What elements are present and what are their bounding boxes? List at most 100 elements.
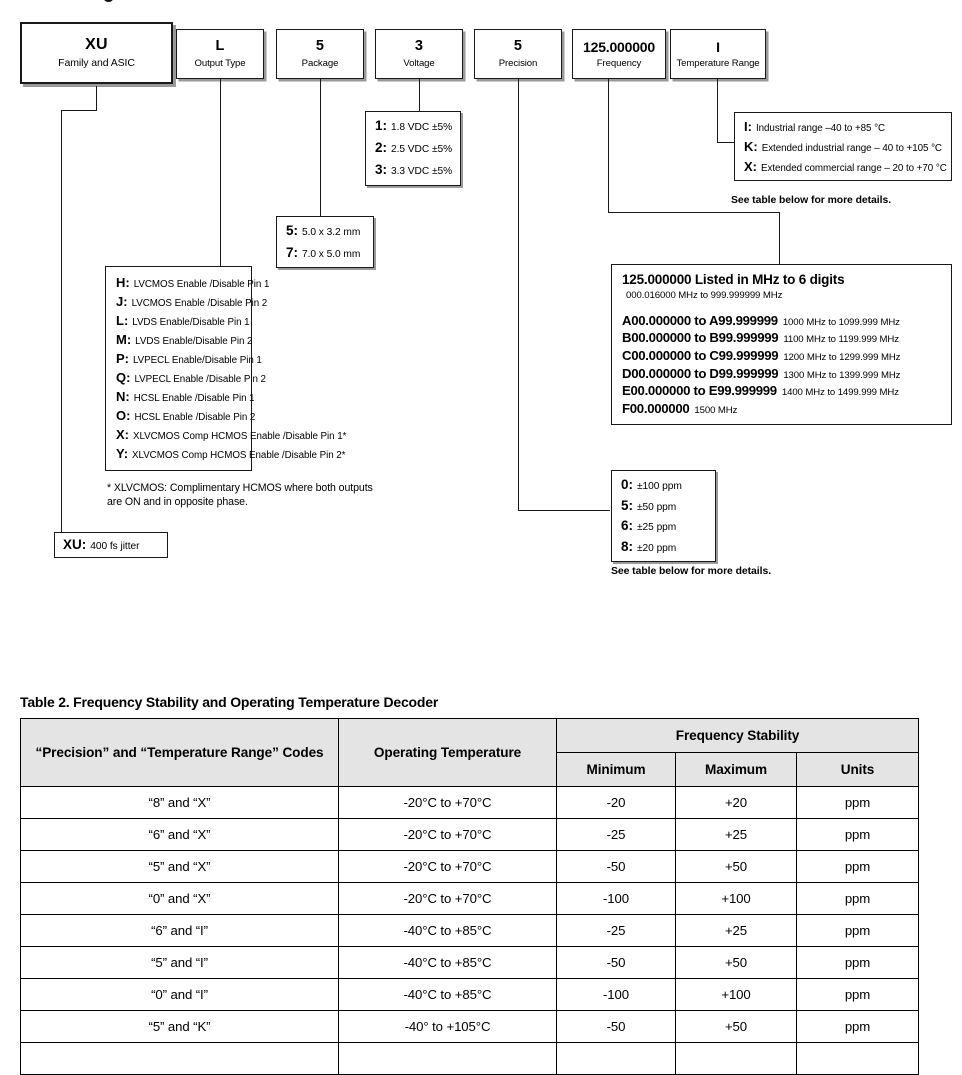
voltage-row: 1: 1.8 VDC ±5% <box>375 119 452 133</box>
frequency-title: 125.000000 Listed in MHz to 6 digits <box>622 272 845 287</box>
output-type-row: O: HCSL Enable /Disable Pin 2 <box>116 407 255 423</box>
part-code-caption: Family and ASIC <box>58 57 135 70</box>
header-operating-temperature: Operating Temperature <box>338 718 557 787</box>
part-code-caption: Temperature Range <box>676 57 760 69</box>
output-type-code: H: <box>116 275 130 290</box>
cell-units: ppm <box>796 882 919 915</box>
cell-codes: “5” and “X” <box>20 850 339 883</box>
output-type-value: LVPECL Enable /Disable Pin 2 <box>134 373 266 385</box>
voltage-value: 3.3 VDC ±5% <box>391 166 453 178</box>
frequency-range-mhz: 1000 MHz to 1099.999 MHz <box>782 316 900 328</box>
output-type-value: XLVCMOS Comp HCMOS Enable /Disable Pin 1… <box>133 430 347 442</box>
output-type-row: P: LVPECL Enable/Disable Pin 1 <box>116 352 262 366</box>
voltage-code: 3: <box>375 162 388 178</box>
part-code-box-voltage[interactable]: 3 Voltage <box>375 29 463 79</box>
frequency-range-mhz: 1200 MHz to 1299.999 MHz <box>783 351 901 363</box>
part-code-box-package[interactable]: 5 Package <box>276 29 364 79</box>
cell-min: -100 <box>556 978 676 1011</box>
frequency-range-code: D00.000000 to D99.999999 <box>622 365 779 381</box>
table-header-row-1: “Precision” and “Temperature Range” Code… <box>20 718 919 787</box>
part-code-box-precision[interactable]: 5 Precision <box>474 29 562 79</box>
connector-frequency-v1 <box>608 79 610 212</box>
cell-max: +100 <box>675 882 797 915</box>
part-code-box-output-type[interactable]: L Output Type <box>176 29 264 79</box>
package-detail-box: 5: 5.0 x 3.2 mm 7: 7.0 x 5.0 mm <box>276 216 374 269</box>
precision-value: ±25 ppm <box>637 522 677 534</box>
frequency-range-row: F00.000000 1500 MHz <box>622 400 941 416</box>
cell-temp: -20°C to +70°C <box>338 882 557 915</box>
cell-max <box>675 1042 797 1075</box>
family-value: 400 fs jitter <box>90 541 140 552</box>
cell-temp <box>338 1042 557 1075</box>
package-code: 5: <box>286 223 299 238</box>
temperature-range-detail-box: I: Industrial range –40 to +85 °C K: Ext… <box>734 112 952 182</box>
cell-temp: -20°C to +70°C <box>338 850 557 883</box>
part-code-caption: Output Type <box>194 58 246 70</box>
table-body: “8” and “X” -20°C to +70°C -20 +20 ppm “… <box>20 786 919 1075</box>
part-code-box-temperature-range[interactable]: I Temperature Range <box>670 29 766 79</box>
frequency-range-code: A00.000000 to A99.999999 <box>622 312 778 328</box>
cell-codes: “6” and “X” <box>20 818 339 851</box>
cell-units: ppm <box>796 946 919 979</box>
part-code-box-family[interactable]: XU Family and ASIC <box>20 22 173 84</box>
output-type-value: LVDS Enable/Disable Pin 2 <box>135 335 253 347</box>
precision-row: 0: ±100 ppm <box>621 478 706 492</box>
connector-family-v2 <box>61 110 63 541</box>
output-type-code: O: <box>116 407 131 423</box>
temp-range-row: I: Industrial range –40 to +85 °C <box>744 120 942 134</box>
cell-max: +50 <box>675 946 797 979</box>
frequency-range-mhz: 1300 MHz to 1399.999 MHz <box>783 369 901 381</box>
family-jitter-box: XU: 400 fs jitter <box>54 532 168 559</box>
part-code-value: 3 <box>414 38 424 55</box>
cell-units: ppm <box>796 850 919 883</box>
part-code-caption: Frequency <box>596 57 642 69</box>
cell-units: ppm <box>796 978 919 1011</box>
temp-range-code: X: <box>744 158 757 174</box>
precision-detail-box: 0: ±100 ppm 5: ±50 ppm 6: ±25 ppm 8: ±20… <box>611 470 716 563</box>
table-header-row-2: Minimum Maximum Units <box>21 752 919 787</box>
table-title: Table 2. Frequency Stability and Operati… <box>20 694 439 710</box>
cell-codes: “0” and “X” <box>20 882 339 915</box>
page-canvas: XU Family and ASIC L Output Type 5 Packa… <box>20 0 952 1075</box>
temperature-see-table-note: See table below for more details. <box>731 195 892 206</box>
part-code-value: XU <box>85 36 108 53</box>
precision-code: 5: <box>621 497 634 513</box>
output-type-value: LVPECL Enable/Disable Pin 1 <box>133 354 262 366</box>
header-codes: “Precision” and “Temperature Range” Code… <box>20 718 339 787</box>
connector-family-v1 <box>96 86 98 111</box>
connector-frequency-h1 <box>608 212 780 214</box>
cell-min: -50 <box>556 1010 676 1043</box>
output-type-value: HCSL Enable /Disable Pin 2 <box>134 411 256 423</box>
connector-family-h1 <box>61 110 97 112</box>
voltage-row: 2: 2.5 VDC ±5% <box>375 141 453 156</box>
cell-temp: -40°C to +85°C <box>338 946 557 979</box>
precision-row: 6: ±25 ppm <box>621 519 706 533</box>
output-type-code: L: <box>116 312 129 328</box>
cell-units: ppm <box>796 818 919 851</box>
package-row: 5: 5.0 x 3.2 mm <box>286 224 364 238</box>
voltage-value: 2.5 VDC ±5% <box>391 144 453 156</box>
temp-range-row: K: Extended industrial range – 40 to +10… <box>744 140 942 154</box>
output-type-value: XLVCMOS Comp HCMOS Enable /Disable Pin 2… <box>132 449 346 461</box>
part-code-box-frequency[interactable]: 125.000000 Frequency <box>572 29 666 79</box>
header-maximum: Maximum <box>675 752 797 787</box>
cell-max: +50 <box>675 850 797 883</box>
cell-units: ppm <box>796 914 919 947</box>
part-code-caption: Precision <box>498 58 538 70</box>
frequency-range-code: F00.000000 <box>622 400 690 416</box>
package-value: 7.0 x 5.0 mm <box>302 249 361 261</box>
cell-codes: “5” and “I” <box>20 946 339 979</box>
precision-code: 0: <box>621 477 634 492</box>
cell-min: -20 <box>556 786 676 819</box>
frequency-range-row: A00.000000 to A99.999999 1000 MHz to 109… <box>622 312 941 328</box>
cell-units: ppm <box>796 786 919 819</box>
part-code-caption: Package <box>301 58 339 70</box>
output-type-code: Q: <box>116 369 131 385</box>
part-code-value: I <box>716 38 720 55</box>
footnote-line-2: are ON and in opposite phase. <box>107 496 248 509</box>
precision-value: ±100 ppm <box>637 481 682 492</box>
connector-temp-v1 <box>717 79 719 143</box>
cell-temp: -40°C to +85°C <box>338 978 557 1011</box>
cell-min <box>556 1042 676 1075</box>
output-type-row: H: LVCMOS Enable /Disable Pin 1 <box>116 275 269 290</box>
